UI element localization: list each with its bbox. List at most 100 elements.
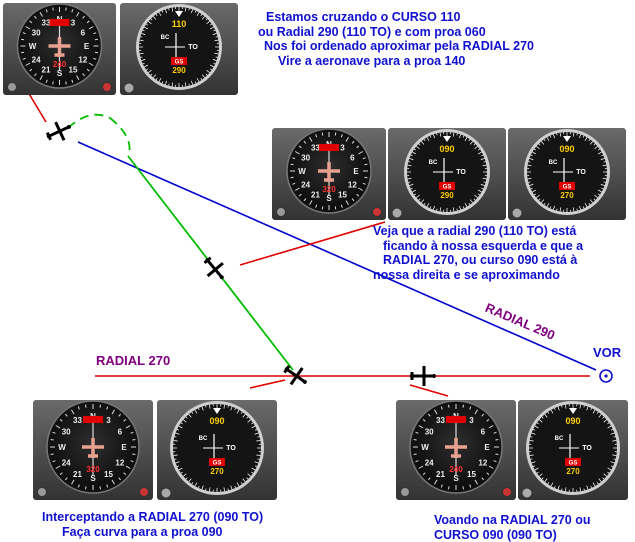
cdi-tick bbox=[439, 132, 442, 137]
hsi-compass-mark: 21 bbox=[436, 470, 445, 479]
cdi-tick bbox=[161, 81, 164, 84]
hsi-compass-mark: 6 bbox=[118, 428, 123, 437]
cdi-tick bbox=[583, 405, 585, 408]
cdi-gs-flag bbox=[559, 182, 575, 190]
hsi-tick bbox=[118, 413, 122, 417]
hsi-tick bbox=[71, 79, 74, 83]
hsi-compass-mark: S bbox=[90, 474, 96, 483]
vor-station-icon bbox=[599, 369, 613, 383]
cdi-tick bbox=[586, 485, 589, 490]
hsi-compass-mark: 24 bbox=[62, 459, 71, 468]
cdi-tick bbox=[215, 36, 218, 38]
cdi-tick bbox=[603, 161, 606, 163]
cdi-tick bbox=[409, 157, 414, 161]
hsi-tick bbox=[45, 9, 48, 13]
hsi-tick bbox=[50, 439, 54, 441]
hsi-knob-icon bbox=[400, 487, 410, 497]
hsi-tick bbox=[418, 425, 424, 429]
hsi-compass-mark: S bbox=[326, 194, 332, 203]
cdi-tick bbox=[613, 436, 616, 438]
hsi-aircraft-icon bbox=[48, 37, 71, 57]
hsi-compass-mark: E bbox=[353, 167, 359, 176]
cdi-tick bbox=[589, 199, 594, 203]
cdi-tick bbox=[256, 454, 261, 457]
aircraft-icon-start bbox=[45, 121, 71, 141]
cdi-tick bbox=[559, 207, 562, 212]
hsi-tick bbox=[52, 431, 56, 434]
cdi-tick bbox=[209, 23, 212, 26]
cdi-tick bbox=[582, 135, 585, 138]
hsi-tick bbox=[64, 413, 68, 417]
cdi-tick bbox=[208, 487, 211, 492]
cdi-tick bbox=[603, 473, 607, 477]
cdi-tick bbox=[601, 154, 604, 157]
hsi-tick bbox=[495, 453, 499, 455]
hsi-knob-icon bbox=[276, 207, 286, 217]
cdi-tick bbox=[178, 425, 183, 429]
hsi-compass-mark: 33 bbox=[73, 416, 82, 425]
cdi-tick bbox=[227, 488, 229, 491]
track-turn-dashed-2 bbox=[109, 117, 131, 157]
cdi-tick bbox=[600, 183, 605, 187]
cdi-tick bbox=[234, 407, 236, 411]
cdi-tick bbox=[188, 414, 192, 418]
hsi-tick bbox=[309, 200, 313, 206]
hsi-compass-mark: 30 bbox=[32, 29, 41, 38]
hsi-tick bbox=[358, 187, 364, 191]
cdi-tick bbox=[414, 193, 417, 196]
hsi-tick bbox=[93, 57, 97, 60]
caption-line: Estamos cruzando o CURSO 110 bbox=[266, 10, 461, 24]
hsi-tick bbox=[85, 486, 87, 490]
hsi-tick bbox=[77, 484, 80, 488]
cdi-gs-label: GS bbox=[213, 461, 222, 467]
cdi-tick bbox=[536, 471, 539, 474]
cdi-tick bbox=[254, 465, 258, 467]
cdi-tick bbox=[529, 183, 534, 187]
cdi-tick bbox=[556, 133, 558, 136]
cdi-tick bbox=[559, 132, 562, 137]
cdi-tick bbox=[576, 133, 578, 136]
cdi-tick bbox=[214, 52, 219, 55]
hsi-tick bbox=[486, 418, 490, 422]
pointer-line-bl bbox=[249, 379, 286, 389]
cdi-to-flag: TO bbox=[456, 169, 466, 176]
hsi-tick bbox=[77, 406, 80, 410]
cdi-tick bbox=[531, 461, 536, 464]
cdi-tick bbox=[483, 181, 486, 183]
hsi-tick bbox=[334, 132, 337, 136]
hsi-heading-bug bbox=[49, 19, 70, 26]
cdi-tick bbox=[610, 429, 614, 431]
cdi-tick bbox=[530, 458, 533, 460]
caption-line: Interceptando a RADIAL 270 (090 TO) bbox=[42, 510, 264, 524]
cdi-tick bbox=[408, 181, 411, 183]
cdi-tick bbox=[480, 183, 485, 187]
hsi-readout: 240 bbox=[53, 60, 67, 69]
cdi-tick bbox=[180, 422, 183, 425]
hsi-compass-mark: W bbox=[29, 42, 37, 51]
cdi-tick bbox=[242, 414, 246, 418]
hsi-compass-mark: S bbox=[57, 69, 63, 78]
cdi-tick bbox=[201, 74, 206, 78]
cdi-tick bbox=[420, 141, 425, 145]
hsi-tick bbox=[294, 151, 300, 155]
hsi-tick bbox=[45, 79, 48, 83]
hsi-tick bbox=[351, 140, 355, 144]
cdi-gs-label: GS bbox=[569, 461, 578, 467]
cdi-tick bbox=[474, 194, 478, 199]
cdi-gs-readout: 290 bbox=[172, 66, 186, 75]
hsi-tick bbox=[351, 198, 355, 202]
cdi-tick bbox=[529, 454, 534, 457]
cdi-tick bbox=[416, 194, 420, 199]
cdi-gs-label: GS bbox=[175, 60, 184, 66]
instrument-hsi-bottom-right: N36E1215S2124W3033240 bbox=[396, 400, 516, 500]
hsi-compass-mark: 3 bbox=[106, 416, 111, 425]
cdi-tick bbox=[456, 208, 458, 211]
hsi-compass-mark: W bbox=[421, 443, 429, 452]
cdi-tick bbox=[549, 206, 552, 209]
hsi-tick bbox=[50, 453, 54, 455]
cdi-tick bbox=[418, 198, 421, 201]
instrument-panels: N36E1215S2124W3033240110BCTOGS290N36E121… bbox=[3, 3, 628, 500]
hsi-tick bbox=[481, 413, 485, 417]
